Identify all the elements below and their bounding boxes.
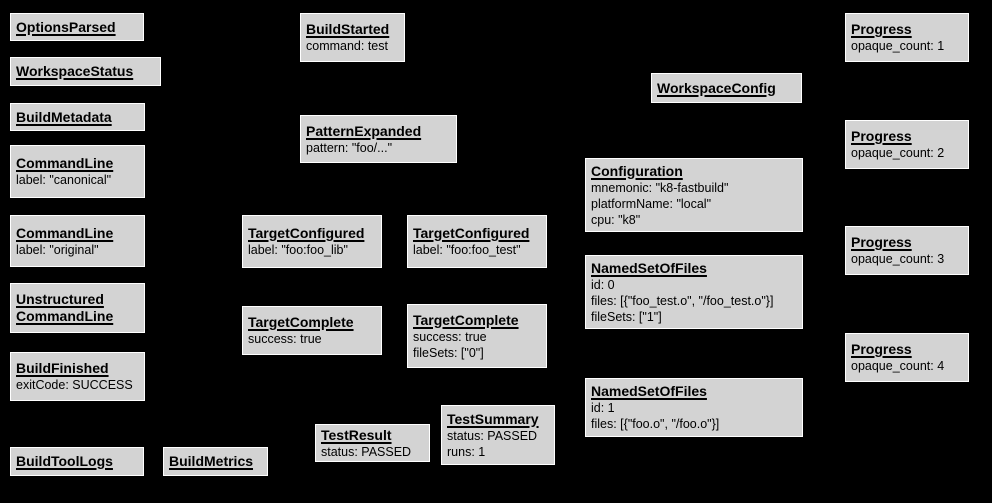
node-title: TargetComplete bbox=[248, 314, 354, 330]
node-field: command: test bbox=[306, 39, 388, 53]
node-field: id: 0 bbox=[591, 277, 615, 292]
node-field: label: "foo:foo_lib" bbox=[248, 243, 348, 257]
node-field: status: PASSED bbox=[447, 428, 538, 443]
node-build-started: BuildStarted command: test bbox=[300, 13, 405, 62]
node-title: BuildToolLogs bbox=[16, 453, 113, 469]
node-title: TestSummary bbox=[447, 410, 539, 427]
node-field: id: 1 bbox=[591, 401, 615, 415]
node-progress-1: Progress opaque_count: 1 bbox=[845, 13, 969, 62]
node-field: fileSets: ["1"] bbox=[591, 309, 662, 324]
node-title: CommandLine bbox=[16, 308, 114, 324]
node-workspace-config: WorkspaceConfig bbox=[651, 73, 802, 103]
node-options-parsed: OptionsParsed bbox=[10, 13, 144, 41]
node-field: files: [{"foo.o", "/foo.o"}] bbox=[591, 417, 720, 431]
node-title: BuildMetadata bbox=[16, 108, 112, 125]
node-command-line-canonical: CommandLine label: "canonical" bbox=[10, 145, 145, 198]
node-title: Progress bbox=[851, 234, 912, 250]
node-build-finished: BuildFinished exitCode: SUCCESS bbox=[10, 352, 145, 401]
node-target-complete-foo-lib: TargetComplete success: true bbox=[242, 306, 382, 355]
node-field: files: [{"foo_test.o", "/foo_test.o"}] bbox=[591, 293, 774, 308]
node-title: CommandLine bbox=[16, 224, 114, 241]
node-title: TargetComplete bbox=[413, 311, 519, 328]
node-field: cpu: "k8" bbox=[591, 212, 641, 227]
node-target-complete-foo-test: TargetComplete success: true fileSets: [… bbox=[407, 304, 547, 368]
node-title: TestResult bbox=[321, 426, 392, 443]
node-field: pattern: "foo/..." bbox=[306, 140, 393, 155]
node-field: success: true bbox=[413, 329, 487, 344]
node-build-metrics: BuildMetrics bbox=[163, 447, 268, 476]
node-field: opaque_count: 1 bbox=[851, 39, 945, 53]
node-field: success: true bbox=[248, 332, 322, 346]
node-workspace-status: WorkspaceStatus bbox=[10, 57, 161, 86]
node-field: platformName: "local" bbox=[591, 196, 712, 211]
node-title: Progress bbox=[851, 21, 912, 37]
node-field: opaque_count: 3 bbox=[851, 252, 945, 266]
node-command-line-original: CommandLine label: "original" bbox=[10, 215, 145, 267]
node-test-summary: TestSummary status: PASSED runs: 1 bbox=[441, 405, 555, 465]
node-title: NamedSetOfFiles bbox=[591, 383, 707, 399]
node-target-configured-foo-test: TargetConfigured label: "foo:foo_test" bbox=[407, 215, 547, 268]
node-target-configured-foo-lib: TargetConfigured label: "foo:foo_lib" bbox=[242, 215, 382, 268]
node-progress-2: Progress opaque_count: 2 bbox=[845, 120, 969, 169]
node-field: mnemonic: "k8-fastbuild" bbox=[591, 180, 729, 195]
node-title: CommandLine bbox=[16, 155, 114, 171]
node-build-tool-logs: BuildToolLogs bbox=[10, 447, 144, 476]
node-title: BuildStarted bbox=[306, 21, 390, 37]
node-title: BuildFinished bbox=[16, 360, 109, 376]
node-title: Progress bbox=[851, 341, 912, 357]
node-title: OptionsParsed bbox=[16, 18, 116, 35]
node-configuration: Configuration mnemonic: "k8-fastbuild" p… bbox=[585, 158, 803, 232]
node-title: TargetConfigured bbox=[248, 225, 365, 241]
node-title: Progress bbox=[851, 128, 912, 144]
node-title: Unstructured bbox=[16, 291, 104, 307]
node-named-set-of-files-1: NamedSetOfFiles id: 1 files: [{"foo.o", … bbox=[585, 378, 803, 437]
node-field: label: "canonical" bbox=[16, 173, 112, 187]
node-field: label: "foo:foo_test" bbox=[413, 243, 521, 257]
node-title: BuildMetrics bbox=[169, 453, 254, 469]
node-field: exitCode: SUCCESS bbox=[16, 378, 133, 392]
node-field: label: "original" bbox=[16, 242, 99, 257]
node-title: NamedSetOfFiles bbox=[591, 259, 707, 276]
node-field: fileSets: ["0"] bbox=[413, 345, 484, 360]
node-progress-3: Progress opaque_count: 3 bbox=[845, 226, 969, 275]
node-title: WorkspaceConfig bbox=[657, 79, 776, 96]
node-field: status: PASSED bbox=[321, 444, 412, 459]
node-title: TargetConfigured bbox=[413, 225, 530, 241]
node-field: runs: 1 bbox=[447, 444, 486, 459]
node-pattern-expanded: PatternExpanded pattern: "foo/..." bbox=[300, 115, 457, 163]
node-named-set-of-files-0: NamedSetOfFiles id: 0 files: [{"foo_test… bbox=[585, 255, 803, 329]
node-build-metadata: BuildMetadata bbox=[10, 103, 145, 131]
node-title: WorkspaceStatus bbox=[16, 63, 134, 79]
node-field: opaque_count: 2 bbox=[851, 146, 945, 160]
node-unstructured-command-line: Unstructured CommandLine bbox=[10, 283, 145, 333]
node-test-result: TestResult status: PASSED bbox=[315, 424, 430, 462]
node-progress-4: Progress opaque_count: 4 bbox=[845, 333, 969, 382]
node-title: PatternExpanded bbox=[306, 122, 422, 139]
node-title: Configuration bbox=[591, 162, 683, 179]
node-field: opaque_count: 4 bbox=[851, 359, 945, 373]
